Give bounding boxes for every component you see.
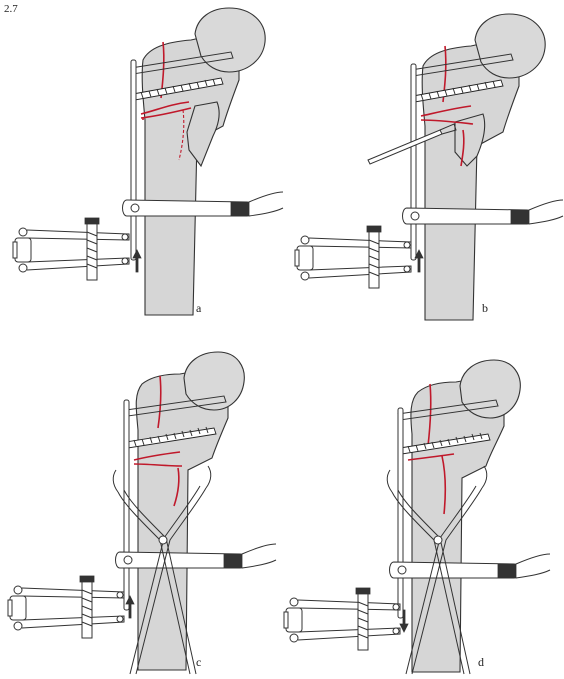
side-rod (397, 407, 404, 619)
femoral-head (474, 13, 546, 79)
trochanter-fragment (186, 101, 220, 168)
panel-a: a (12, 7, 284, 316)
cross-bar (115, 551, 241, 569)
compressor-device (283, 587, 401, 651)
cross-bar (402, 207, 528, 225)
direction-arrow (132, 249, 142, 273)
compressor-device (12, 217, 130, 281)
femoral-head (183, 351, 245, 411)
panel-label-b: b (482, 301, 488, 315)
panel-b: b (294, 13, 564, 321)
panel-d: d (283, 359, 551, 675)
femoral-head (194, 7, 266, 73)
panel-label-d: d (478, 655, 484, 669)
side-rod (130, 59, 137, 261)
reduction-forceps (386, 465, 488, 675)
side-rod (410, 63, 417, 261)
cross-bar (122, 199, 248, 217)
compressor-device (7, 575, 125, 639)
direction-arrow (414, 249, 424, 273)
cross-bar (389, 561, 515, 579)
reduction-forceps (112, 465, 212, 675)
direction-arrow (125, 595, 135, 619)
compressor-device (294, 225, 412, 289)
direction-arrow (399, 609, 409, 633)
panel-label-a: a (196, 301, 202, 315)
panel-label-c: c (196, 655, 201, 669)
figure-number: 2.7 (4, 3, 18, 15)
panel-c: c (7, 351, 277, 675)
femoral-head (459, 359, 521, 419)
